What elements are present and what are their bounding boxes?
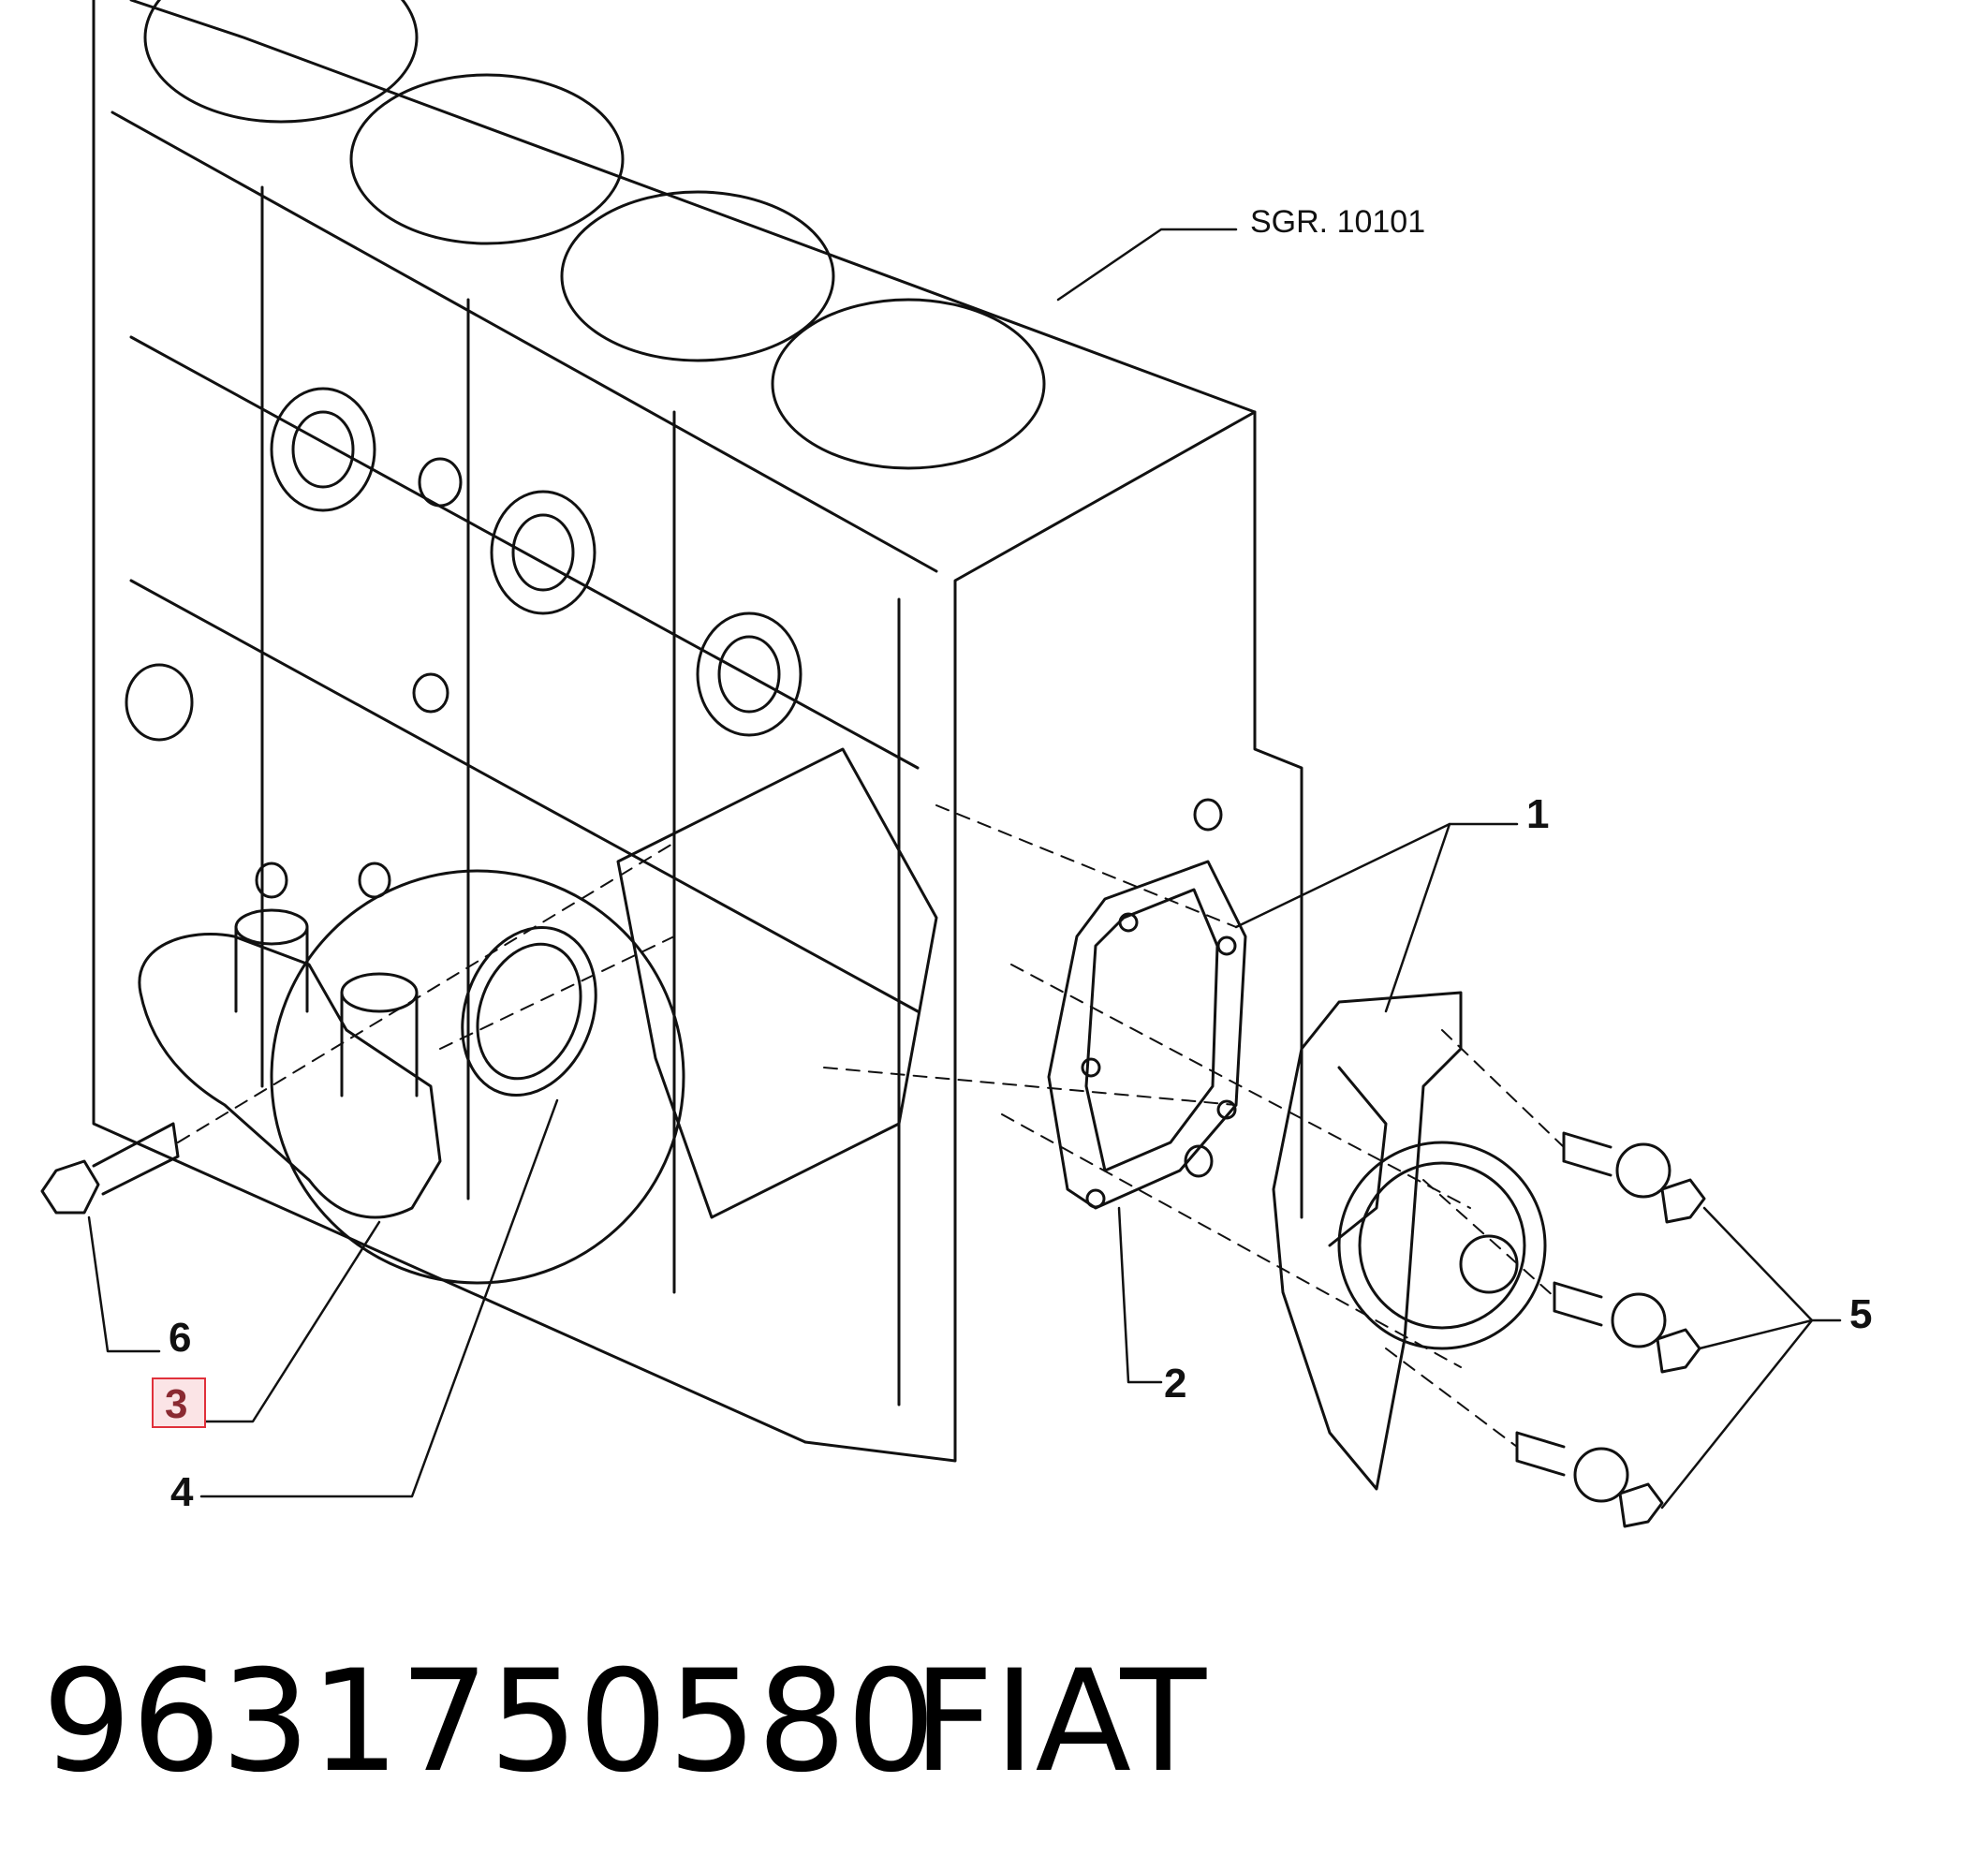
callout-1: 1 (1526, 791, 1549, 837)
part-1-water-pump (1272, 991, 1547, 1491)
part-4-seal-ring (461, 925, 597, 1097)
alignment-lines (177, 804, 1565, 1448)
callout-3: 3 (165, 1381, 187, 1427)
part-2-gasket (1047, 860, 1247, 1210)
callout-2: 2 (1164, 1361, 1186, 1407)
highlight-box (152, 1377, 206, 1428)
part-6-bolt (40, 1122, 180, 1215)
part-5-pump-bolts (1515, 1131, 1706, 1528)
brand-name: FIAT (913, 1641, 1207, 1804)
engine-block-drawing (92, 0, 1303, 1463)
part-number: 9631750580 (42, 1641, 935, 1804)
callout-4: 4 (170, 1469, 194, 1515)
callout-6: 6 (169, 1315, 191, 1361)
callout-5: 5 (1849, 1291, 1872, 1337)
leader-lines (87, 228, 1842, 1510)
reference-label: SGR. 10101 (1250, 204, 1425, 240)
part-3-outlet-elbow (138, 908, 442, 1219)
